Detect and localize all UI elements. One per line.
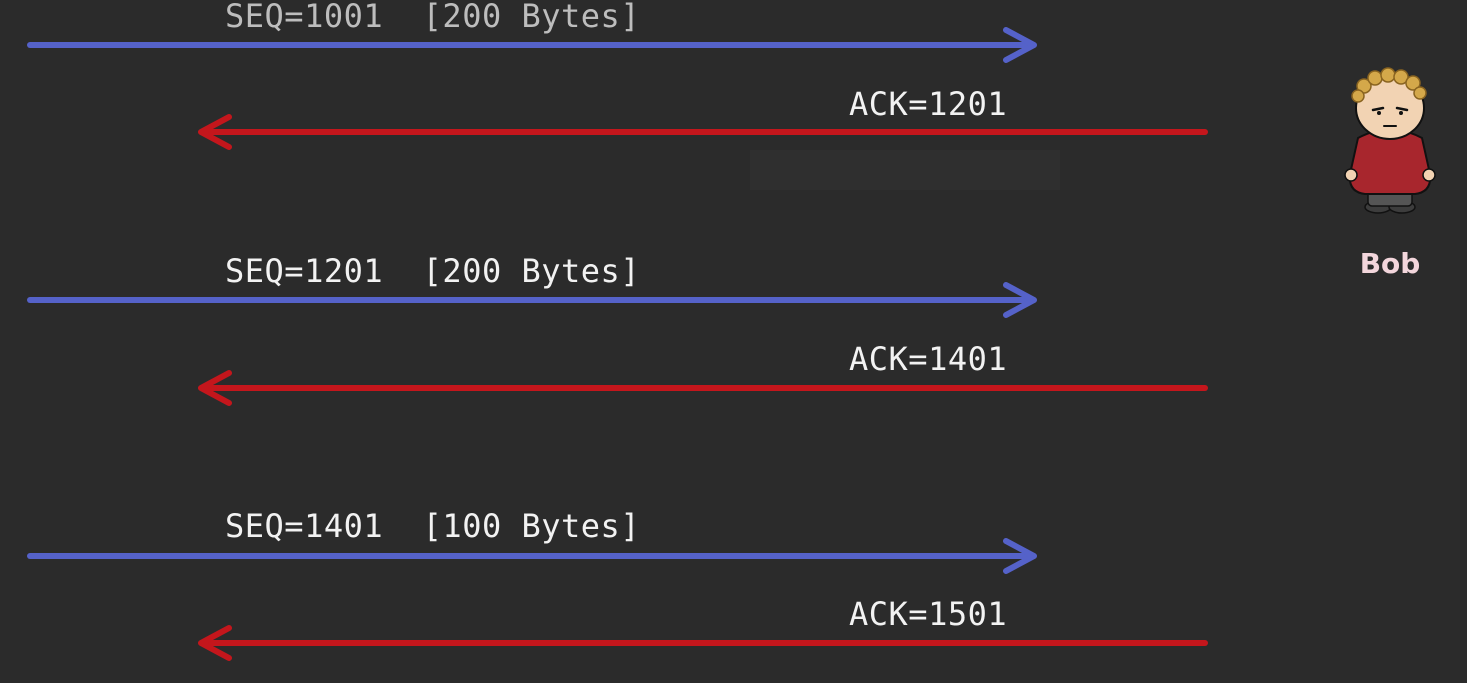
seq-label-3: SEQ=1401 [100 Bytes] <box>225 507 641 545</box>
ack-arrow-3 <box>198 625 1208 661</box>
seq-arrow-1 <box>27 27 1037 63</box>
seq-label-2: SEQ=1201 [200 Bytes] <box>225 252 641 290</box>
seq-label-1: SEQ=1001 [200 Bytes] <box>225 0 641 35</box>
ack-label-1: ACK=1201 <box>849 85 1008 123</box>
ack-label-2: ACK=1401 <box>849 340 1008 378</box>
seq-arrow-2 <box>27 282 1037 318</box>
cartoon-character-icon <box>1344 67 1436 214</box>
participant-label-bob: Bob <box>1359 247 1421 280</box>
ack-arrow-1 <box>198 114 1208 150</box>
ack-label-3: ACK=1501 <box>849 595 1008 633</box>
ack-arrow-2 <box>198 370 1208 406</box>
seq-arrow-3 <box>27 538 1037 574</box>
